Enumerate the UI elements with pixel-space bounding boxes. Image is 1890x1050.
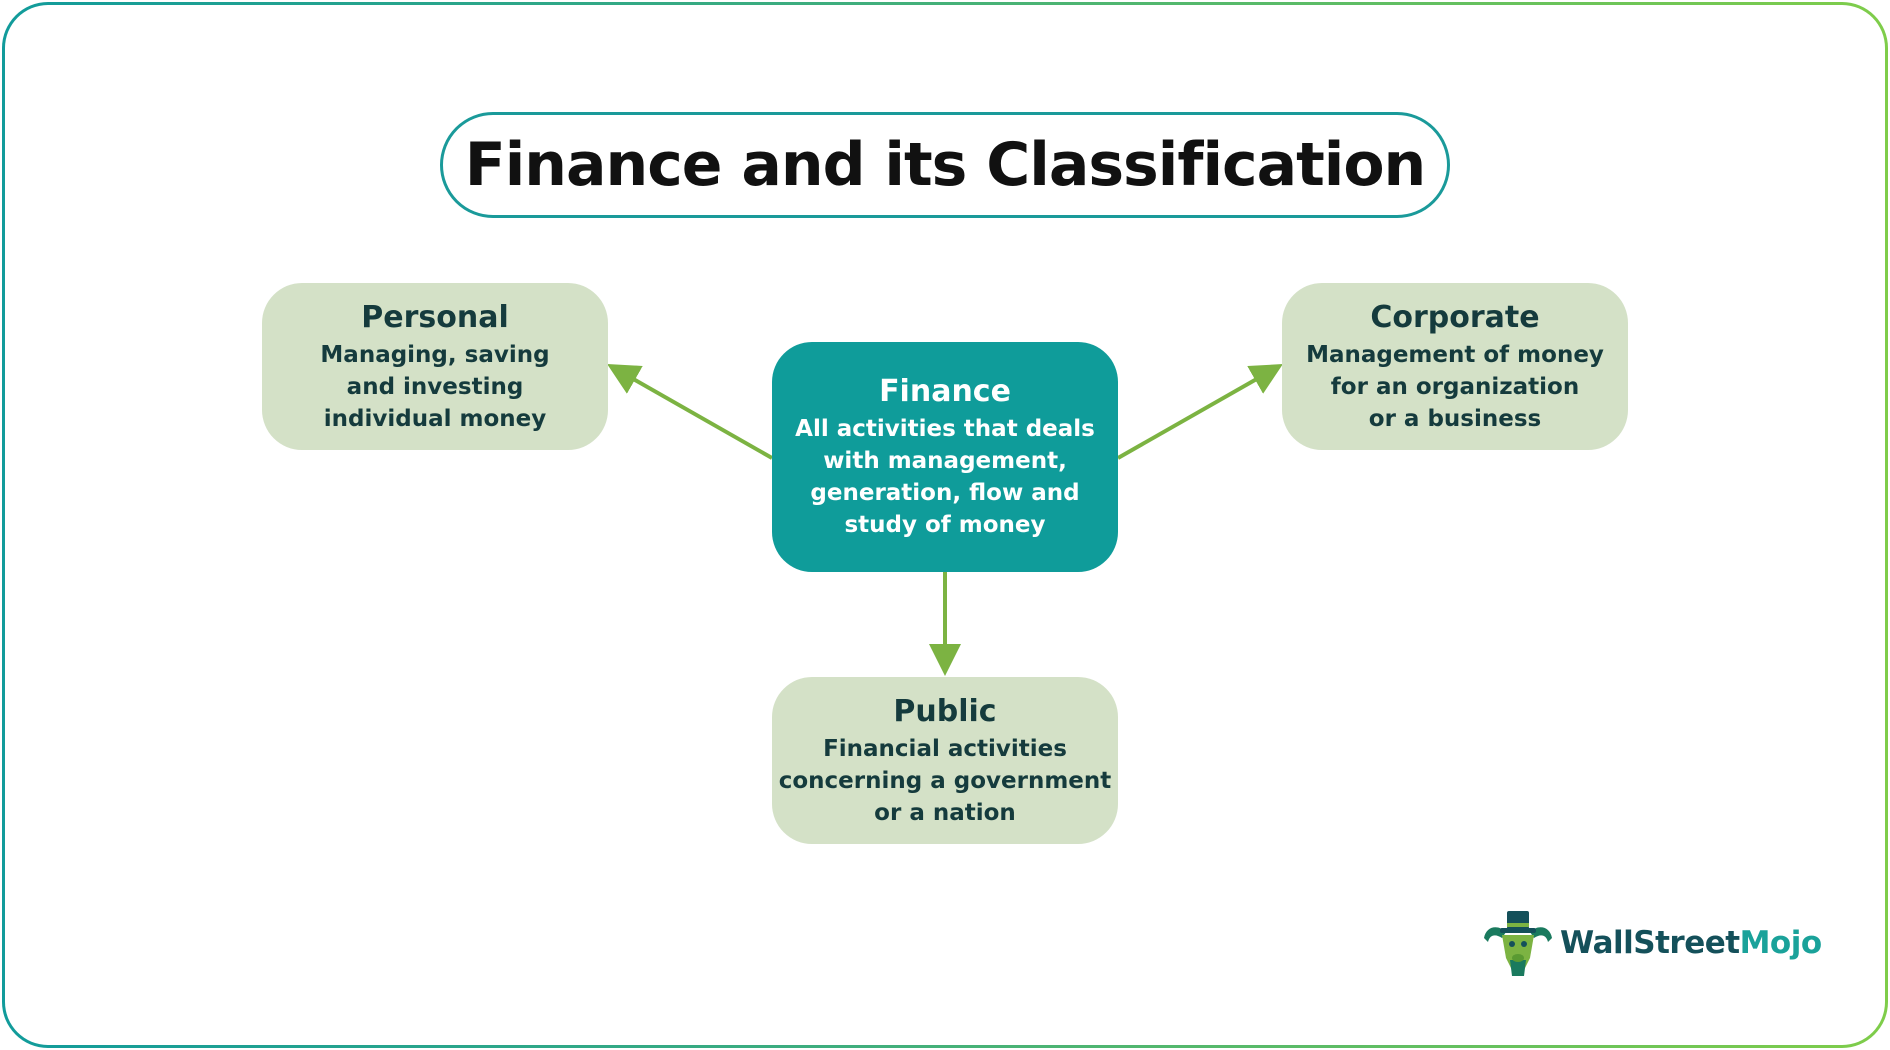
- brand-wordmark-part1: WallStreet: [1560, 925, 1740, 961]
- page-title: Finance and its Classification: [464, 130, 1426, 200]
- node-public-line: Financial activities: [823, 735, 1067, 762]
- title-pill: Finance and its Classification: [440, 112, 1450, 218]
- node-public-title: Public: [893, 693, 997, 729]
- node-corporate-description: Management of money for an organization …: [1306, 339, 1604, 435]
- node-corporate-line: for an organization: [1330, 373, 1580, 400]
- node-finance: Finance All activities that deals with m…: [772, 342, 1118, 572]
- brand-wordmark-part2: Mojo: [1739, 925, 1823, 961]
- node-finance-title: Finance: [879, 374, 1011, 409]
- node-finance-line: with management,: [823, 448, 1067, 474]
- node-finance-line: study of money: [844, 512, 1046, 538]
- node-finance-line: All activities that deals: [795, 416, 1095, 442]
- node-corporate-line: or a business: [1368, 405, 1542, 432]
- bull-mascot-icon: [1484, 911, 1552, 976]
- node-personal-line: Managing, saving: [320, 341, 550, 368]
- node-finance-line: generation, flow and: [810, 480, 1080, 506]
- node-personal: Personal Managing, saving and investing …: [262, 283, 608, 450]
- node-corporate-title: Corporate: [1370, 299, 1540, 335]
- brand-logo: WallStreetMojo: [1480, 908, 1822, 978]
- brand-wordmark: WallStreetMojo: [1560, 925, 1822, 961]
- node-public-description: Financial activities concerning a govern…: [779, 733, 1112, 829]
- node-finance-description: All activities that deals with managemen…: [795, 413, 1095, 541]
- node-personal-description: Managing, saving and investing individua…: [320, 339, 549, 435]
- node-public-line: or a nation: [874, 799, 1016, 826]
- node-personal-line: individual money: [323, 405, 547, 432]
- node-public-line: concerning a government: [778, 767, 1112, 794]
- node-personal-line: and investing: [346, 373, 524, 400]
- node-personal-title: Personal: [361, 299, 509, 335]
- node-public: Public Financial activities concerning a…: [772, 677, 1118, 844]
- node-corporate: Corporate Management of money for an org…: [1282, 283, 1628, 450]
- node-corporate-line: Management of money: [1306, 341, 1604, 368]
